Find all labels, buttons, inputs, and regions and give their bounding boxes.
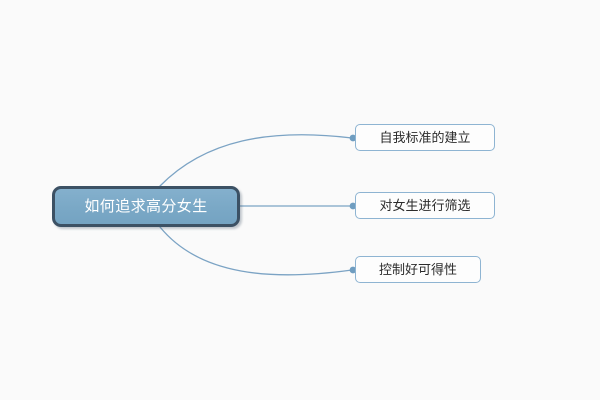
connector-curve-branch-1 [159,134,353,187]
branch-node-1[interactable]: 自我标准的建立 [355,124,495,151]
branch-node-label: 自我标准的建立 [379,130,471,145]
branch-node-2[interactable]: 对女生进行筛选 [355,192,495,219]
root-node-label: 如何追求高分女生 [84,198,208,215]
root-node[interactable]: 如何追求高分女生 [52,186,240,227]
branch-node-3[interactable]: 控制好可得性 [355,256,481,283]
branch-node-label: 控制好可得性 [378,262,457,277]
branch-node-label: 对女生进行筛选 [379,198,471,213]
connector-curve-branch-3 [159,226,353,276]
